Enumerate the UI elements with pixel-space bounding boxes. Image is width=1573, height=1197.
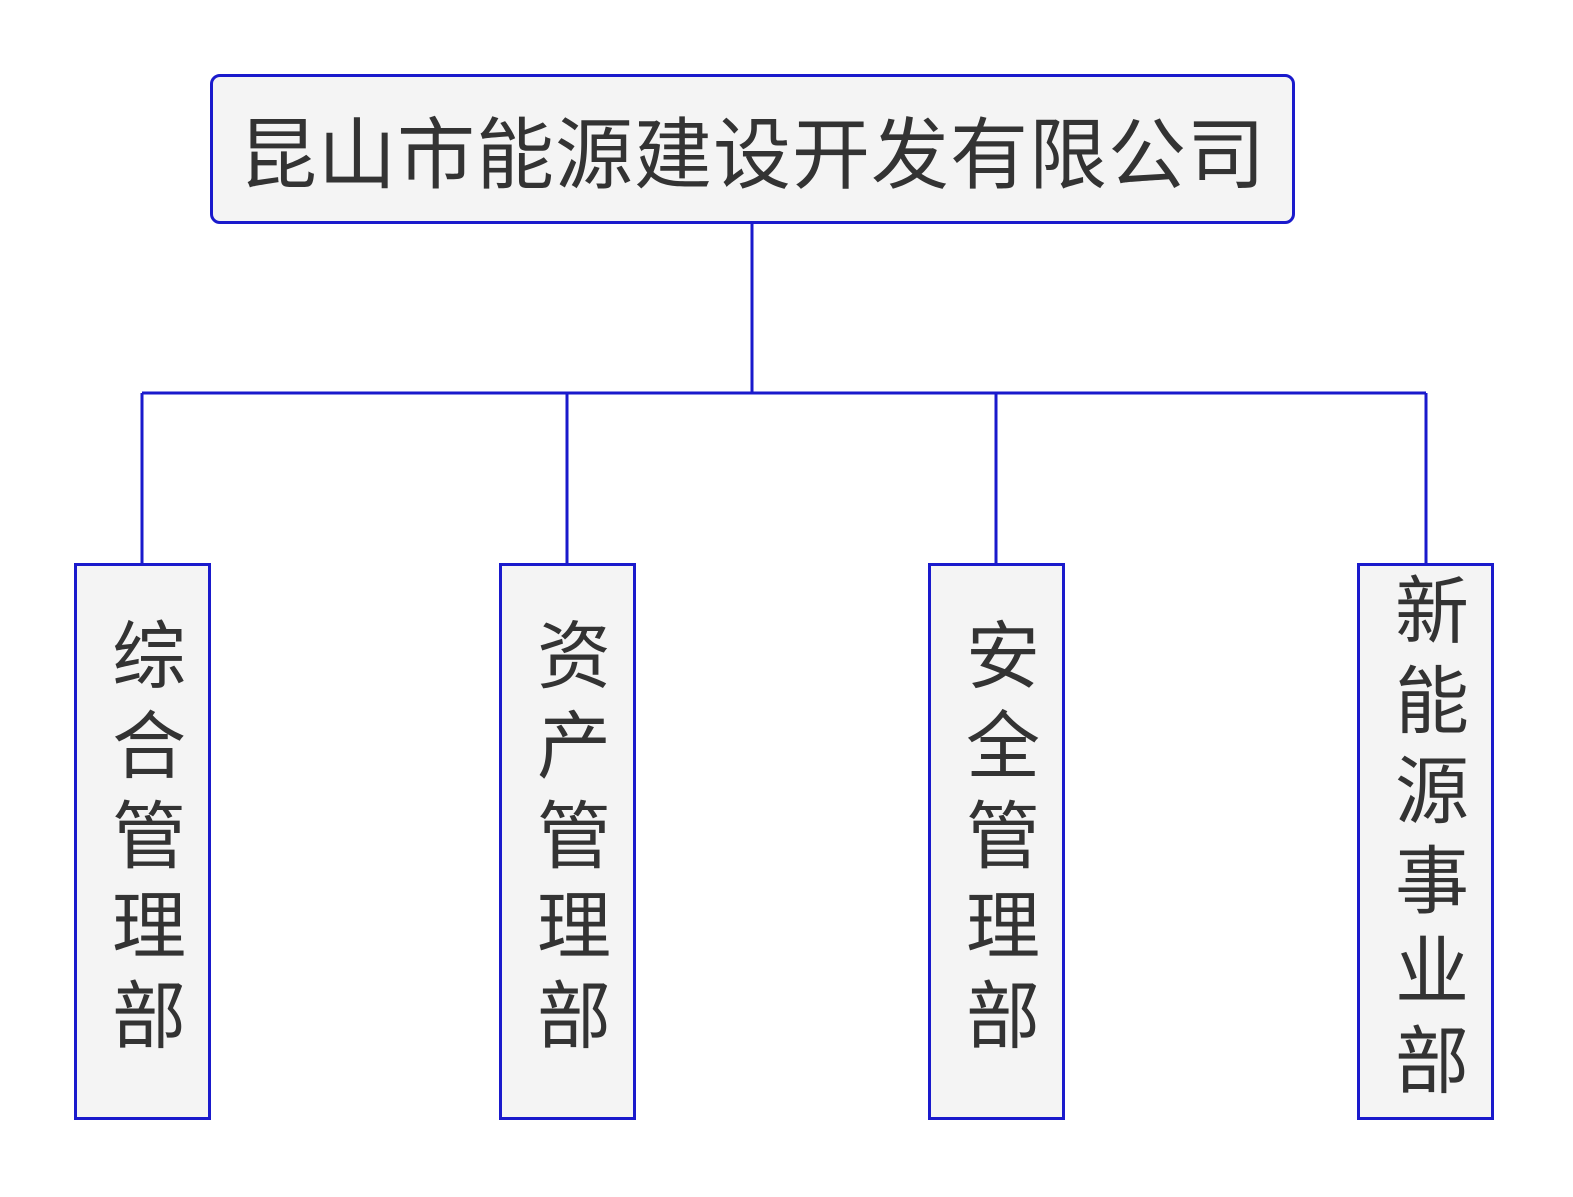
department-node-new-energy: 新能源事业部 xyxy=(1357,563,1494,1120)
department-node-asset-management: 资产管理部 xyxy=(499,563,636,1120)
root-node-label: 昆山市能源建设开发有限公司 xyxy=(238,111,1266,201)
department-label: 安全管理部 xyxy=(953,616,1040,1067)
department-node-general-management: 综合管理部 xyxy=(74,563,211,1120)
department-label: 综合管理部 xyxy=(99,616,186,1067)
department-label: 资产管理部 xyxy=(524,616,611,1067)
department-node-safety-management: 安全管理部 xyxy=(928,563,1065,1120)
department-label: 新能源事业部 xyxy=(1382,571,1469,1112)
root-node-company: 昆山市能源建设开发有限公司 xyxy=(210,74,1295,224)
